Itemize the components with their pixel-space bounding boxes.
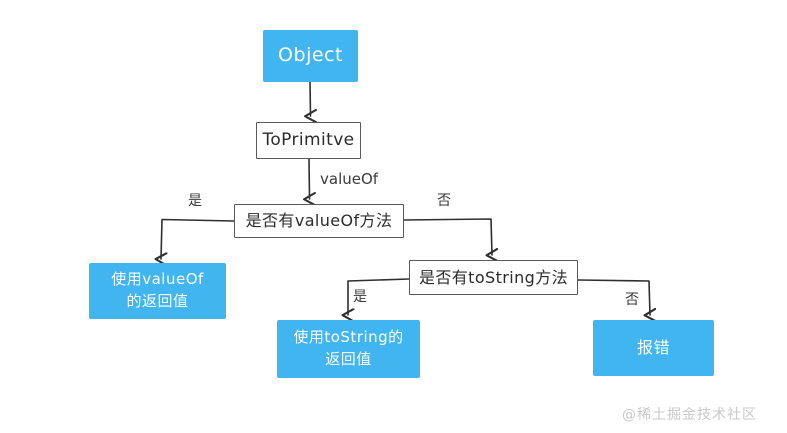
- node-use-valueof-return[interactable]: 使用valueOf 的返回值: [89, 263, 226, 319]
- edge-label-valueof-yes: 是: [188, 193, 202, 209]
- edge-valueof-no: [403, 218, 492, 255]
- node-object-label: Object: [278, 44, 343, 67]
- edge-tostring-no: [577, 279, 650, 315]
- node-toprimitve-label: ToPrimitve: [262, 130, 355, 151]
- node-throw-error-label: 报错: [636, 338, 670, 358]
- node-toprimitve[interactable]: ToPrimitve: [256, 122, 361, 159]
- node-use-tostring-return[interactable]: 使用toString的 返回值: [277, 320, 420, 378]
- edge-label-tostring-yes: 是: [353, 289, 367, 305]
- node-use-valueof-return-line1: 使用valueOf: [111, 270, 204, 289]
- node-object[interactable]: Object: [263, 30, 358, 82]
- node-has-tostring[interactable]: 是否有toString方法: [409, 260, 578, 295]
- node-throw-error[interactable]: 报错: [593, 320, 714, 376]
- node-has-valueof-label: 是否有valueOf方法: [245, 211, 393, 231]
- edge-object-to-toprimitve: [310, 81, 311, 116]
- watermark: @稀土掘金技术社区: [622, 407, 757, 423]
- edge-toprimitve-to-valueof-check: [309, 158, 310, 199]
- edge-valueof-yes: [161, 218, 235, 260]
- edge-label-valueof-no: 否: [437, 193, 451, 209]
- node-has-valueof[interactable]: 是否有valueOf方法: [234, 204, 404, 238]
- node-use-tostring-return-line1: 使用toString的: [293, 328, 404, 347]
- edge-label-valueof-call: valueOf: [320, 170, 379, 188]
- edge-label-tostring-no: 否: [625, 292, 639, 308]
- node-use-valueof-return-line2: 的返回值: [126, 292, 189, 310]
- node-has-tostring-label: 是否有toString方法: [418, 267, 568, 287]
- node-use-tostring-return-line2: 返回值: [325, 350, 372, 368]
